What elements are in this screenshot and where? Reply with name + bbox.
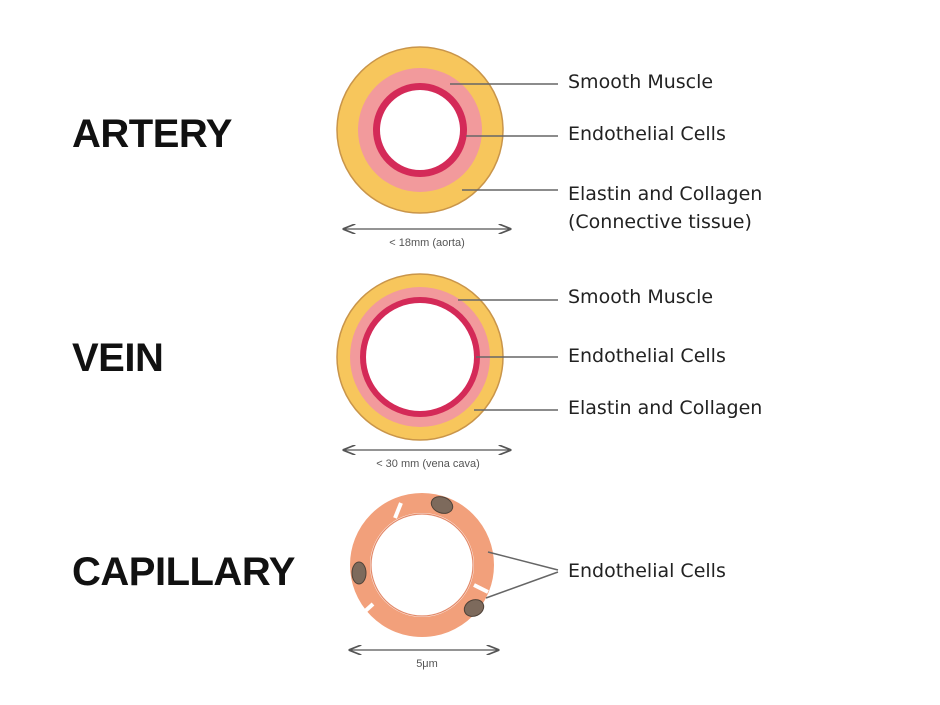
vein-label-elastin-collagen: Elastin and Collagen — [568, 397, 763, 419]
vein-lumen — [366, 303, 474, 411]
artery-leader-lines — [450, 83, 558, 191]
artery-cross-section — [336, 46, 504, 214]
vein-cross-section — [336, 273, 504, 441]
capillary-leader-lines — [485, 551, 559, 599]
capillary-label-endothelial-cells: Endothelial Cells — [568, 560, 726, 582]
vein-title: VEIN — [72, 336, 164, 380]
vein-label-endothelial-cells: Endothelial Cells — [568, 345, 726, 367]
artery-dimension-label: < 18mm (aorta) — [389, 237, 465, 249]
capillary-dimension: 5μm — [350, 650, 498, 670]
vein-dimension: < 30 mm (vena cava) — [344, 450, 510, 470]
capillary-dimension-label: 5μm — [416, 658, 438, 670]
vein-leader-lines — [458, 299, 558, 411]
capillary-nucleus — [351, 561, 367, 585]
vein-label-smooth-muscle: Smooth Muscle — [568, 286, 714, 308]
artery-label-endothelial-cells: Endothelial Cells — [568, 123, 726, 145]
capillary-nucleus — [463, 599, 485, 617]
artery-label-smooth-muscle: Smooth Muscle — [568, 71, 714, 93]
artery-label-elastin-collagen: Elastin and Collagen — [568, 183, 763, 205]
capillary-cross-section — [350, 493, 494, 637]
artery-dimension: < 18mm (aorta) — [344, 229, 510, 249]
capillary-nucleus — [430, 496, 454, 514]
artery-lumen — [380, 90, 460, 170]
artery-title: ARTERY — [72, 112, 232, 156]
capillary-title: CAPILLARY — [72, 550, 295, 594]
artery-label-connective-tissue: (Connective tissue) — [568, 211, 752, 233]
vein-dimension-label: < 30 mm (vena cava) — [376, 458, 480, 470]
